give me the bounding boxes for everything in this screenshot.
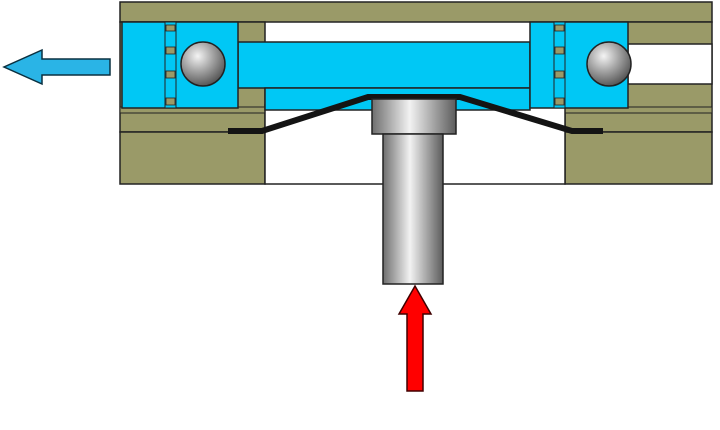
housing-left-foot <box>119 131 266 185</box>
housing-top-plate <box>119 1 713 23</box>
right-ball-slot <box>627 43 713 85</box>
left-bearing <box>164 21 226 109</box>
carriage <box>121 21 629 111</box>
right-bearing-cage <box>553 21 566 109</box>
push-pin-shaft <box>382 133 444 285</box>
left-bearing-pad <box>165 46 176 55</box>
right-bearing-pad <box>554 24 565 32</box>
housing-right-foot <box>564 131 713 185</box>
left-bearing-pad <box>165 70 176 79</box>
carriage-top-bar <box>237 41 531 89</box>
spring-plate <box>228 94 603 134</box>
left-bearing-pad <box>165 97 176 106</box>
left-ball <box>180 41 226 87</box>
left-bearing-cage <box>164 21 177 109</box>
arrow-left-icon <box>2 48 111 86</box>
left-bearing-pad <box>165 24 176 32</box>
push-pin <box>371 98 457 285</box>
right-bearing-pad <box>554 46 565 55</box>
right-bearing-pad <box>554 97 565 106</box>
arrow-up-icon <box>397 284 433 392</box>
push-pin-head <box>371 98 457 135</box>
right-bearing-pad <box>554 70 565 79</box>
right-ball <box>586 41 632 87</box>
right-bearing <box>553 21 632 109</box>
